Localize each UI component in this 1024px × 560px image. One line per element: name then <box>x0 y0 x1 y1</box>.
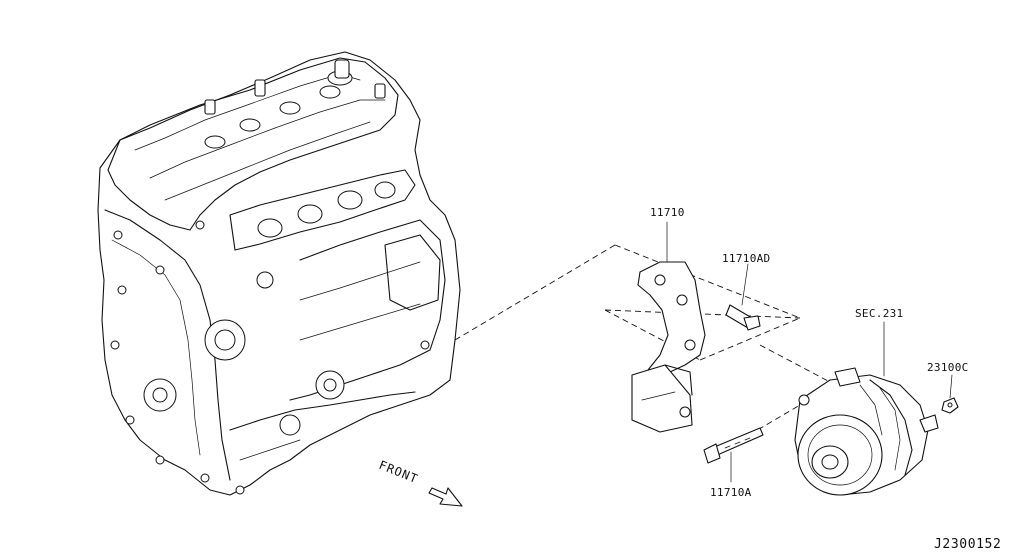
label-11710: 11710 <box>650 206 685 219</box>
label-leaders <box>666 221 953 483</box>
label-23100c: 23100C <box>927 361 969 374</box>
engine-block-icon[interactable] <box>97 51 461 496</box>
diagram-reference: J2300152 <box>934 537 1001 552</box>
nut-icon[interactable] <box>941 397 959 414</box>
front-arrow-icon <box>428 487 463 507</box>
connection-lines <box>454 244 831 456</box>
bracket-icon[interactable] <box>631 261 706 433</box>
long-bolt-icon[interactable] <box>703 427 764 464</box>
bolt-icon[interactable] <box>725 304 761 331</box>
label-11710ad: 11710AD <box>722 252 770 265</box>
label-11710a: 11710A <box>710 486 752 499</box>
label-sec-231: SEC.231 <box>855 307 903 320</box>
front-indicator: FRONT <box>377 458 463 507</box>
alternator-icon[interactable] <box>794 367 939 496</box>
front-label: FRONT <box>377 458 420 486</box>
